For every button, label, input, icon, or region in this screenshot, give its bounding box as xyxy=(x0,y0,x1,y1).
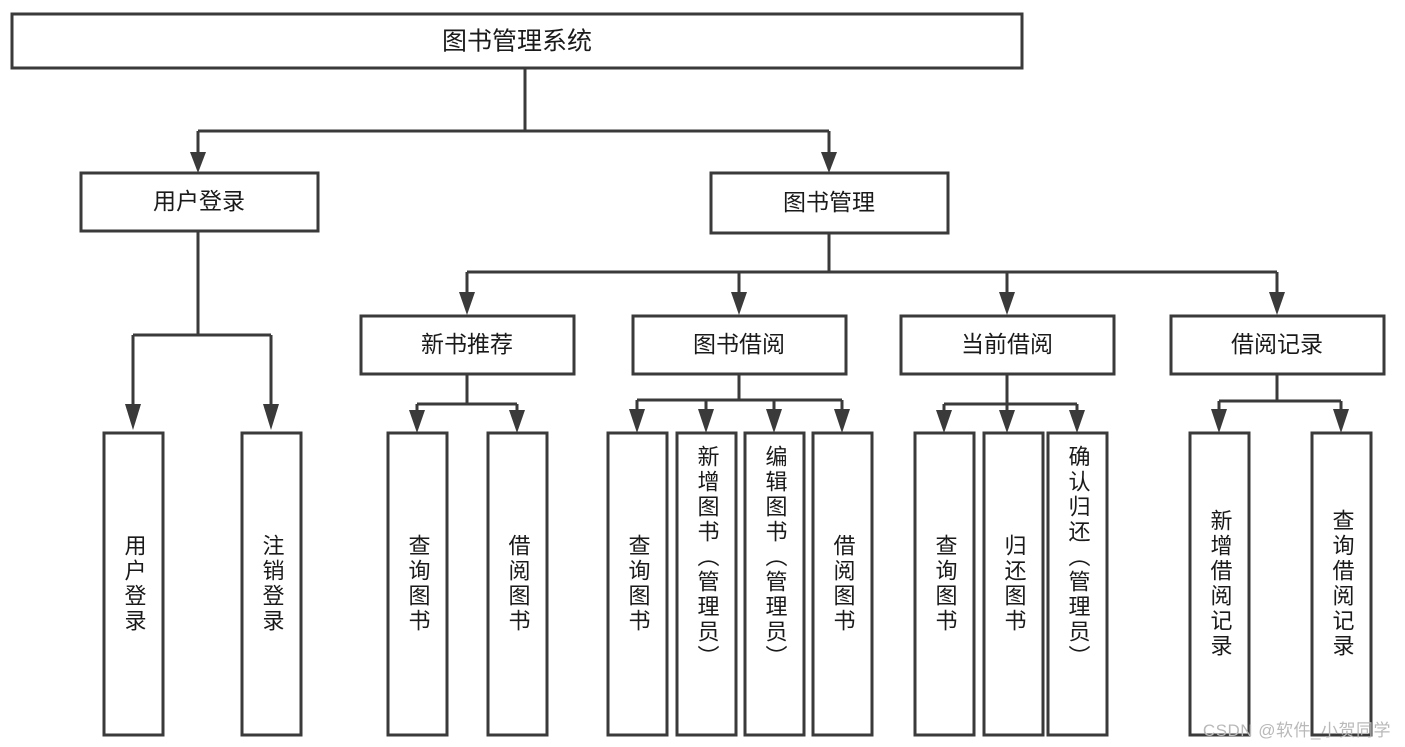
connector-group-userlogin xyxy=(125,231,279,430)
node-user-login[interactable]: 用户登录 xyxy=(79,171,320,233)
node-leaf-current-2-box[interactable] xyxy=(1046,431,1109,737)
csdn-watermark: CSDN @软件_小贺同学 xyxy=(1202,721,1391,740)
node-borrow-record-box[interactable] xyxy=(1169,314,1386,376)
node-root-label: 图书管理系统 xyxy=(442,28,592,56)
arrowhead-userlogin xyxy=(190,152,206,173)
node-leaf-current-1-box[interactable] xyxy=(982,431,1045,737)
arrowhead-leaf-borrow-0 xyxy=(629,409,645,433)
node-new-book-recommend-label: 新书推荐 xyxy=(421,331,513,357)
node-current-borrow-label: 当前借阅 xyxy=(961,331,1053,357)
connector-group-bookmgmt xyxy=(459,233,1285,315)
arrowhead-level2-3 xyxy=(1269,292,1285,315)
node-root[interactable]: 图书管理系统 xyxy=(10,12,1024,70)
node-leaf-user-login-1-box[interactable] xyxy=(240,431,303,737)
node-book-borrow-box[interactable] xyxy=(631,314,848,376)
arrowhead-level2-0 xyxy=(459,292,475,315)
node-leaf-newbook-1-box[interactable] xyxy=(486,431,549,737)
node-leaf-borrow-0-box[interactable] xyxy=(606,431,669,737)
arrowhead-leaf-current-0 xyxy=(936,410,952,433)
node-book-borrow[interactable]: 图书借阅 xyxy=(631,314,848,376)
arrowhead-leaf-user-login-0 xyxy=(125,404,141,430)
arrowhead-leaf-record-0 xyxy=(1211,409,1227,433)
arrowhead-leaf-borrow-1 xyxy=(698,409,714,433)
arrowhead-leaf-newbook-0 xyxy=(409,410,425,433)
node-new-book-recommend-box[interactable] xyxy=(359,314,576,376)
connector-group-borrow xyxy=(629,374,850,433)
node-leaf-newbook-0-box[interactable] xyxy=(386,431,449,737)
arrowhead-leaf-user-login-1 xyxy=(263,404,279,430)
arrowhead-leaf-newbook-1 xyxy=(509,410,525,433)
node-user-login-box[interactable] xyxy=(79,171,320,233)
node-leaf-borrow-3-box[interactable] xyxy=(811,431,874,737)
arrowhead-leaf-current-1 xyxy=(999,410,1015,433)
connector-group-current xyxy=(936,374,1085,433)
node-leaf-record-0-box[interactable] xyxy=(1188,431,1251,737)
node-leaf-record-1-box[interactable] xyxy=(1310,431,1373,737)
node-new-book-recommend[interactable]: 新书推荐 xyxy=(359,314,576,376)
node-leaf-borrow-2-box[interactable] xyxy=(743,431,806,737)
arrowhead-level2-1 xyxy=(731,292,747,315)
node-borrow-record-label: 借阅记录 xyxy=(1231,331,1323,357)
node-leaf-current-0-box[interactable] xyxy=(913,431,976,737)
node-book-management-label: 图书管理 xyxy=(783,189,875,215)
arrowhead-leaf-borrow-3 xyxy=(834,409,850,433)
arrowhead-leaf-record-1 xyxy=(1333,409,1349,433)
arrowhead-level2-2 xyxy=(999,292,1015,315)
connector-group-newbook xyxy=(409,374,525,433)
node-current-borrow-box[interactable] xyxy=(899,314,1116,376)
connector-group-root xyxy=(190,68,837,173)
arrowhead-bookmgmt xyxy=(821,152,837,173)
node-user-login-label: 用户登录 xyxy=(153,188,245,214)
node-leaf-user-login-0-box[interactable] xyxy=(102,431,165,737)
arrowhead-leaf-borrow-2 xyxy=(766,409,782,433)
arrowhead-leaf-current-2 xyxy=(1069,410,1085,433)
node-leaf-borrow-1-box[interactable] xyxy=(675,431,738,737)
node-book-management[interactable]: 图书管理 xyxy=(709,171,950,235)
node-root-box[interactable] xyxy=(10,12,1024,70)
connector-group-record xyxy=(1211,374,1349,433)
node-borrow-record[interactable]: 借阅记录 xyxy=(1169,314,1386,376)
node-book-management-box[interactable] xyxy=(709,171,950,235)
node-book-borrow-label: 图书借阅 xyxy=(693,331,785,357)
node-current-borrow[interactable]: 当前借阅 xyxy=(899,314,1116,376)
